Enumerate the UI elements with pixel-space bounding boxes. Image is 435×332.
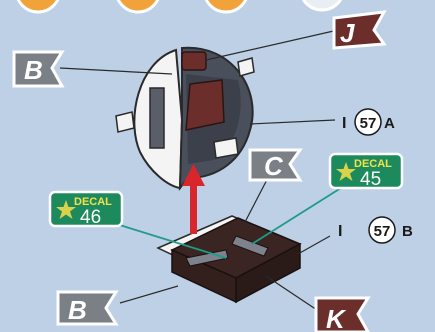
insert-arrow (182, 164, 205, 234)
decal-left-number: 46 (80, 207, 101, 228)
flag-k-text: K (326, 304, 347, 332)
flag-b-lower: B (56, 290, 119, 326)
flag-b-upper-text: B (24, 55, 43, 85)
ref-lower: I 57 B (338, 216, 413, 244)
star-icon (336, 162, 356, 181)
decal-tag-left: DECAL 46 (48, 190, 124, 228)
ref-lower-suffix: B (402, 223, 413, 240)
ref-lower-number: 57 (374, 223, 391, 240)
ref-upper-prefix: I (342, 115, 346, 132)
decal-left-label: DECAL (74, 196, 112, 208)
flag-j: J (332, 10, 387, 50)
ref-upper-number: 57 (360, 115, 377, 132)
top-circles (16, 0, 343, 14)
ref-upper-suffix: A (384, 115, 395, 132)
seat-disc-part (115, 46, 255, 191)
flag-j-text: J (340, 18, 355, 48)
ref-upper: I 57 A (342, 108, 395, 136)
flag-k: K (314, 296, 371, 332)
decal-right-label: DECAL (354, 158, 392, 170)
flag-b-upper: B (12, 50, 65, 88)
flag-c-text: C (264, 151, 284, 181)
flag-b-lower-text: B (68, 295, 87, 325)
flag-c: C (248, 148, 303, 182)
leader-lines (59, 29, 339, 313)
base-block-part (156, 215, 302, 304)
star-icon (56, 200, 76, 219)
decal-tag-right: DECAL 45 (328, 152, 404, 190)
decal-right-number: 45 (360, 169, 381, 190)
ref-lower-prefix: I (338, 223, 342, 240)
